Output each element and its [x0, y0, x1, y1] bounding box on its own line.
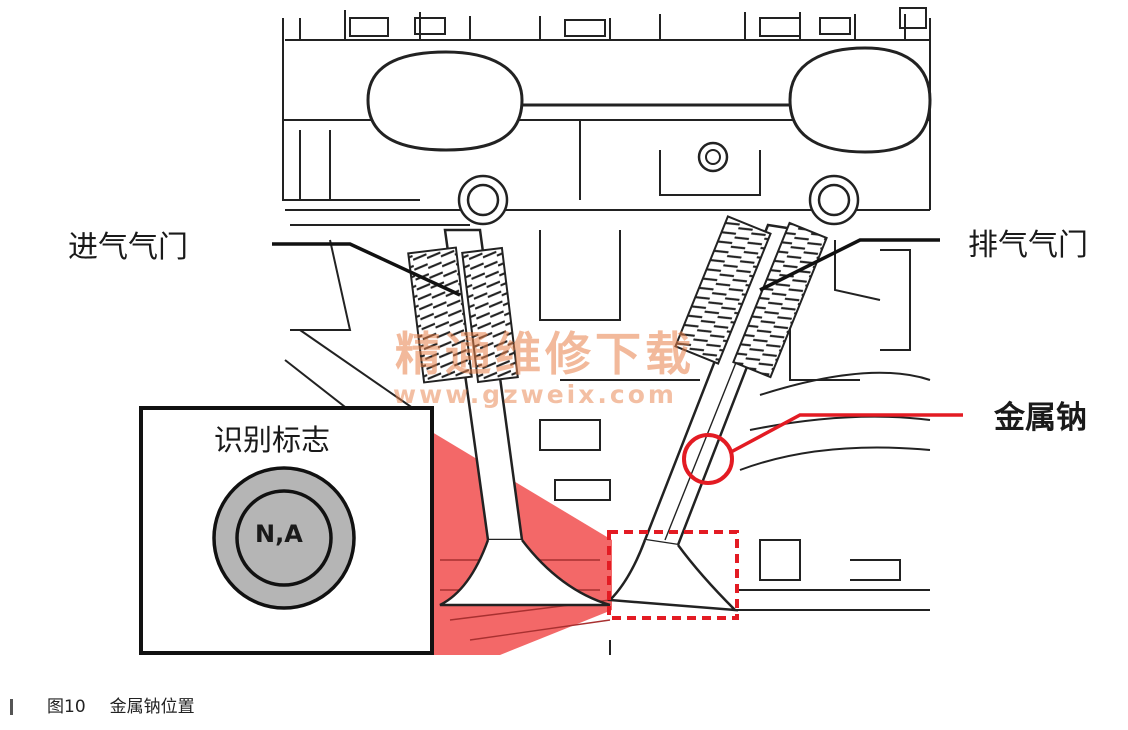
valve-head-highlight-box	[607, 530, 739, 620]
cylinder-head	[282, 7, 931, 655]
intake-leader	[272, 242, 461, 297]
id-badge-text: N,A	[255, 520, 303, 548]
id-mark-title: 识别标志	[214, 423, 331, 457]
intake-valve-spring	[407, 246, 473, 384]
watermark-brand: 精通维修下载	[395, 327, 695, 381]
figure-caption: 图10 金属钠位置	[10, 692, 195, 717]
id-badge-inner	[235, 489, 333, 587]
camshaft-lobes	[366, 46, 932, 154]
metal-sodium-circle	[682, 433, 734, 485]
intake-cam-lobe	[366, 50, 524, 152]
intake-valve-label: 进气气门	[68, 230, 188, 265]
figure-title: 金属钠位置	[109, 697, 195, 717]
figure-number: 图10	[47, 697, 86, 717]
exhaust-cam-lobe	[788, 46, 932, 154]
rocker-rollers	[457, 174, 860, 226]
exhaust-valve-spring	[674, 215, 772, 365]
caption-marker	[10, 699, 13, 715]
watermark-url: www.gzweix.com	[393, 380, 677, 409]
exhaust-leader	[759, 238, 940, 292]
exhaust-valve-label: 排气气门	[968, 228, 1088, 263]
metal-sodium-label: 金属钠	[994, 400, 1087, 436]
metal-sodium-leader	[730, 413, 963, 454]
